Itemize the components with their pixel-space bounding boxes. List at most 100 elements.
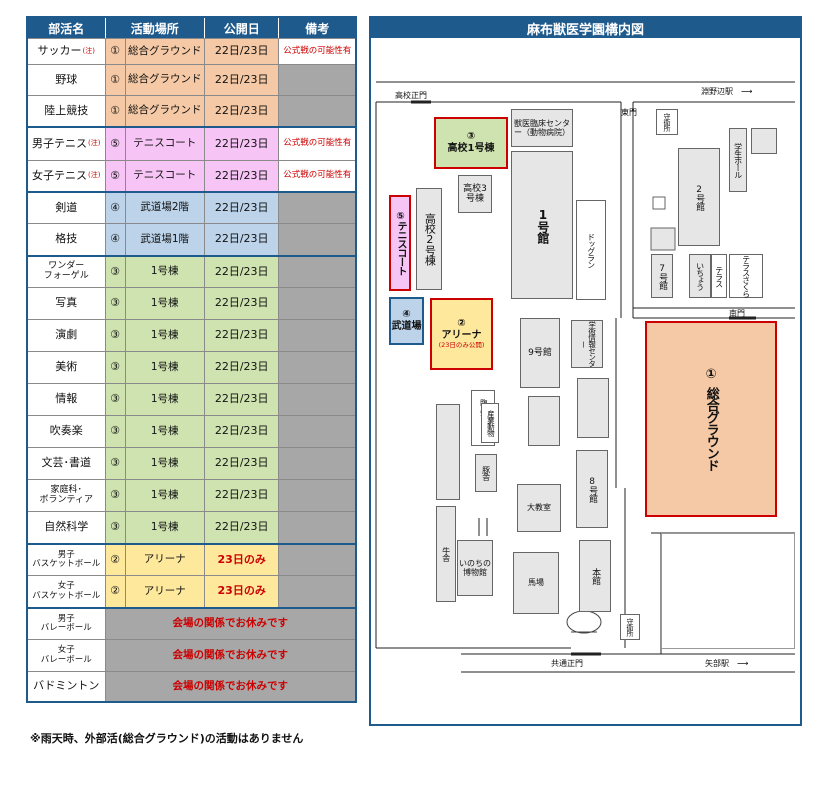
club-name-cell: 男子バレーボール xyxy=(28,609,106,639)
note-cell xyxy=(279,384,355,415)
club-name-cell: サッカー(注) xyxy=(28,39,106,64)
place-number: ① xyxy=(106,96,126,126)
note-cell: 公式戦の可能性有 xyxy=(283,45,352,56)
club-name-cell: 女子テニス(注) xyxy=(28,161,106,191)
building-unnamed-2 xyxy=(528,396,560,446)
note-cell xyxy=(279,416,355,447)
place-number: ③ xyxy=(106,288,126,319)
arena-highlight[interactable]: ② アリーナ (23日のみ公開) xyxy=(430,298,493,370)
date-cell: 22日/23日 xyxy=(204,480,280,511)
place-name: 1号棟 xyxy=(150,488,179,501)
date-cell: 22日/23日 xyxy=(204,448,280,479)
note-cell xyxy=(279,480,355,511)
building-gakujutsu: 学術情報センター xyxy=(571,320,603,368)
building-baba: 馬場 xyxy=(513,552,559,614)
club-name-text: 陸上競技 xyxy=(44,103,89,117)
club-name-text: 情報 xyxy=(55,392,78,406)
ground-highlight[interactable]: ① 総合グラウンド xyxy=(645,321,777,517)
note-cell xyxy=(279,576,355,607)
tennis-number: ⑤ xyxy=(395,211,406,221)
building-unnamed-1 xyxy=(577,378,609,438)
tennis-court-highlight[interactable]: ⑤ テニスコート xyxy=(389,195,411,291)
closed-notice: 会場の関係でお休みです xyxy=(105,609,355,639)
label-minamimon: 南門 xyxy=(729,309,745,318)
note-cell xyxy=(279,320,355,351)
date-cell: 22日/23日 xyxy=(204,416,280,447)
club-name-cell: 男子テニス(注) xyxy=(28,128,106,160)
note-cell xyxy=(279,224,355,255)
club-name-text: 格技 xyxy=(55,232,78,246)
club-name-text: 女子テニス xyxy=(32,168,88,182)
date-cell: 22日/23日 xyxy=(204,288,280,319)
club-name-text: 野球 xyxy=(55,72,78,86)
building-inochi-museum: いのちの博物館 xyxy=(457,540,493,596)
header-place: 活動場所 xyxy=(106,18,205,38)
place-name: 1号棟 xyxy=(150,520,179,533)
note-mark: (注) xyxy=(88,139,101,148)
building-icho: いちょう xyxy=(689,254,711,298)
date-cell: 22日/23日 xyxy=(204,384,280,415)
club-name-cell: 美術 xyxy=(28,352,106,383)
area-southeast xyxy=(661,533,795,649)
date-cell: 22日/23日 xyxy=(204,128,280,160)
map-roads xyxy=(375,81,795,673)
arena-note: (23日のみ公開) xyxy=(438,341,485,350)
club-name-cell: 情報 xyxy=(28,384,106,415)
date-cell: 22日/23日 xyxy=(204,96,280,126)
place-number: ③ xyxy=(106,352,126,383)
club-name-cell: 剣道 xyxy=(28,193,106,223)
place-name: テニスコート xyxy=(133,169,197,182)
club-name-line2: ボランティア xyxy=(39,494,93,505)
building-koko1-highlight[interactable]: ③ 高校1号棟 xyxy=(434,117,508,169)
building-shueisho-south: 守衛所 xyxy=(620,614,640,640)
table-header: 部活名 活動場所 公開日 備考 xyxy=(28,18,355,38)
place-number: ④ xyxy=(106,224,126,255)
place-number: ③ xyxy=(106,448,126,479)
date-cell: 22日/23日 xyxy=(204,161,280,191)
building-koko3: 高校3号棟 xyxy=(458,175,492,213)
place-name: 1号棟 xyxy=(150,328,179,341)
rain-footnote: ※雨天時、外部活(総合グラウンド)の活動はありません xyxy=(30,732,304,745)
header-note: 備考 xyxy=(305,21,330,36)
place-number: ③ xyxy=(106,416,126,447)
place-number: ① xyxy=(106,39,126,64)
club-name-text: 演劇 xyxy=(55,328,78,342)
note-cell xyxy=(279,96,355,126)
club-name-cell: 女子バレーボール xyxy=(28,640,106,671)
table-row: バドミントン会場の関係でお休みです xyxy=(28,671,355,701)
ground-name: 総合グラウンド xyxy=(703,386,719,471)
budojo-highlight[interactable]: ④ 武道場 xyxy=(389,297,424,345)
club-name-text: 写真 xyxy=(55,296,78,310)
club-name-line1: 女子 xyxy=(57,645,75,656)
building-terrace-sakura: テラスさくら xyxy=(729,254,763,298)
club-name-cell: ワンダーフォーゲル xyxy=(28,257,106,287)
club-name-cell: 格技 xyxy=(28,224,106,255)
building-gyusha: 牛舎 xyxy=(436,506,456,602)
note-cell xyxy=(279,193,355,223)
club-name-text: 自然科学 xyxy=(44,520,89,534)
arena-number: ② xyxy=(457,318,466,330)
tennis-name: テニスコート xyxy=(395,221,406,275)
building-butasha: 豚舎 xyxy=(475,454,497,492)
club-name-cell: 陸上競技 xyxy=(28,96,106,126)
club-name-line1: 女子 xyxy=(57,581,75,592)
date-cell: 22日/23日 xyxy=(204,224,280,255)
club-name-line1: 家庭科･ xyxy=(50,484,83,495)
label-yabe: 矢部駅 ⟶ xyxy=(705,659,749,668)
